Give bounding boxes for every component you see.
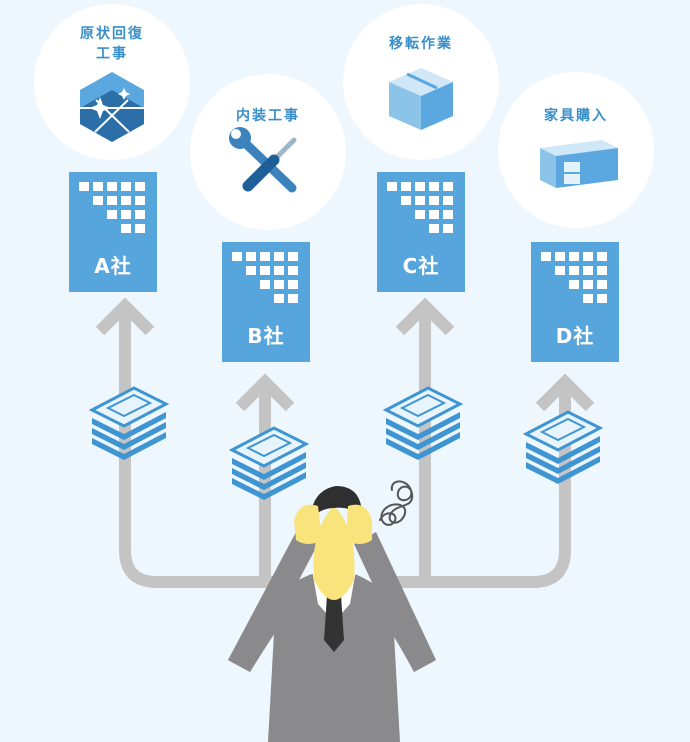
- window: [555, 252, 565, 261]
- bubble-furniture: 家具購入: [498, 72, 654, 228]
- service-label-moving: 移転作業: [389, 36, 453, 52]
- window: [121, 210, 131, 219]
- window: [93, 182, 103, 191]
- arrowhead-b: [235, 373, 295, 412]
- window: [597, 252, 607, 261]
- service-label-furniture: 家具購入: [544, 108, 608, 124]
- bubble-interior: 内装工事: [190, 74, 346, 230]
- window: [597, 294, 607, 303]
- desk-icon: [540, 140, 618, 188]
- window: [429, 182, 439, 191]
- company-building-d: D社: [531, 242, 619, 362]
- company-building-c: C社: [377, 172, 465, 292]
- window: [415, 196, 425, 205]
- window: [274, 266, 284, 275]
- window: [107, 210, 117, 219]
- window: [274, 252, 284, 261]
- window: [288, 280, 298, 289]
- bubble-moving: 移転作業: [343, 4, 499, 160]
- window: [135, 196, 145, 205]
- money-stack-a: [90, 386, 168, 462]
- bubble-restoration: 原状回復 工事: [34, 4, 190, 160]
- stress-scribble-icon: [379, 480, 414, 526]
- window: [429, 210, 439, 219]
- company-label-a: A社: [94, 254, 132, 278]
- window: [443, 196, 453, 205]
- window: [260, 266, 270, 275]
- window: [274, 294, 284, 303]
- window: [121, 224, 131, 233]
- window: [443, 210, 453, 219]
- window: [79, 182, 89, 191]
- window: [583, 294, 593, 303]
- window: [597, 266, 607, 275]
- window: [429, 224, 439, 233]
- window: [93, 196, 103, 205]
- arrow-to-a: [119, 315, 300, 588]
- window: [135, 182, 145, 191]
- window: [288, 266, 298, 275]
- window: [246, 252, 256, 261]
- window: [260, 252, 270, 261]
- wrench-screwdriver-icon: [229, 127, 297, 193]
- window: [107, 182, 117, 191]
- window: [443, 182, 453, 191]
- company-label-b: B社: [247, 324, 285, 348]
- window: [246, 266, 256, 275]
- window: [597, 280, 607, 289]
- service-label-restoration: 原状回復 工事: [80, 26, 144, 62]
- window: [415, 182, 425, 191]
- window: [232, 252, 242, 261]
- window: [583, 252, 593, 261]
- window: [583, 266, 593, 275]
- money-stack-b: [230, 426, 308, 502]
- window: [429, 196, 439, 205]
- window: [135, 224, 145, 233]
- company-building-b: B社: [222, 242, 310, 362]
- window: [260, 280, 270, 289]
- window: [121, 182, 131, 191]
- arrowhead-c: [395, 297, 455, 336]
- window: [288, 252, 298, 261]
- window: [443, 224, 453, 233]
- window: [135, 210, 145, 219]
- company-building-a: A社: [69, 172, 157, 292]
- arrowhead-d: [535, 373, 595, 412]
- money-stack-d: [524, 410, 602, 486]
- window: [541, 252, 551, 261]
- window: [387, 182, 397, 191]
- window: [401, 182, 411, 191]
- window: [569, 266, 579, 275]
- window: [415, 210, 425, 219]
- window: [401, 196, 411, 205]
- money-stack-c: [384, 386, 462, 462]
- stressed-businessman-icon: [228, 486, 436, 742]
- window: [569, 280, 579, 289]
- company-label-c: C社: [402, 254, 440, 278]
- window: [288, 294, 298, 303]
- window: [555, 266, 565, 275]
- window: [121, 196, 131, 205]
- cardboard-box-icon: [389, 68, 453, 130]
- window: [274, 280, 284, 289]
- service-label-interior: 内装工事: [236, 108, 300, 124]
- company-label-d: D社: [555, 324, 595, 348]
- window: [569, 252, 579, 261]
- window: [583, 280, 593, 289]
- arrow-to-d: [390, 385, 571, 588]
- arrowhead-a: [95, 297, 155, 336]
- window: [107, 196, 117, 205]
- sparkle-tile-icon: [80, 72, 144, 142]
